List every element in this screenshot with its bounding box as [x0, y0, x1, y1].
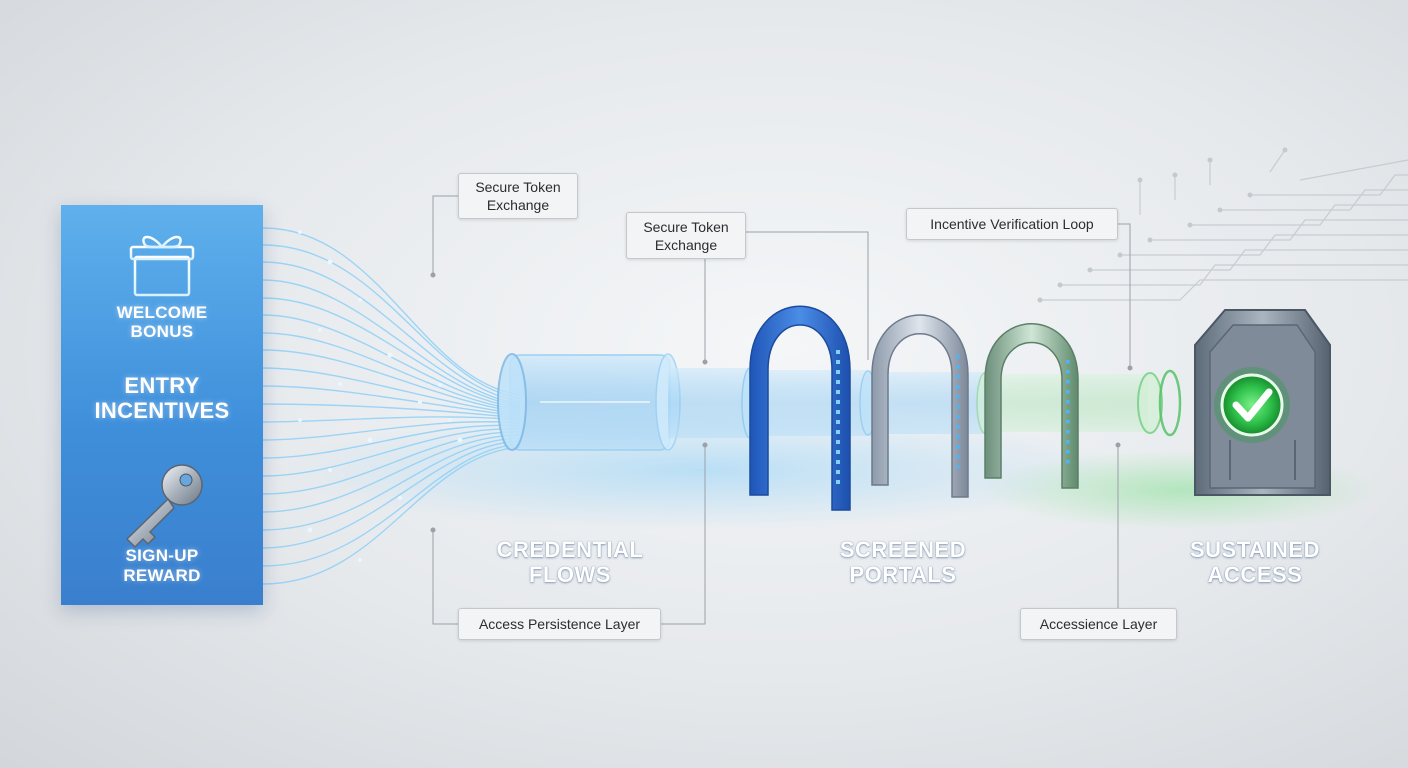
screened-portals-line1: SCREENED [839, 537, 967, 562]
sustained-access-label: SUSTAINED ACCESS [1155, 537, 1355, 587]
callout-1-line2: Exchange [486, 197, 550, 213]
key-icon [125, 464, 203, 549]
screened-portals-line2: PORTALS [849, 562, 957, 587]
sustained-access-line2: ACCESS [1207, 562, 1303, 587]
panel-icons [125, 235, 203, 549]
welcome-bonus-line1: WELCOME [116, 303, 208, 322]
connector-tube-2 [758, 370, 878, 436]
entry-incentives-line2: INCENTIVES [94, 398, 230, 423]
sign-up-reward-line2: REWARD [123, 566, 201, 585]
welcome-bonus-label: WELCOME BONUS [61, 303, 263, 341]
callout-access-persistence-layer: Access Persistence Layer [458, 608, 661, 640]
credential-flows-label: CREDENTIAL FLOWS [470, 537, 670, 587]
sustained-access-line1: SUSTAINED [1190, 537, 1320, 562]
credential-flow-lines [262, 227, 521, 585]
callout-5-text: Accessience Layer [1039, 616, 1158, 632]
callout-2-line1: Secure Token [643, 218, 729, 235]
floor-glow-blue [280, 410, 1120, 530]
callout-1-line1: Secure Token [475, 179, 561, 195]
circuit-nodes [1037, 147, 1288, 303]
callout-4-text: Access Persistence Layer [478, 616, 641, 632]
portal-arch-green [984, 323, 1079, 489]
connector-tube-3 [878, 372, 988, 434]
gift-icon [129, 235, 195, 297]
portal-arch-silver [871, 314, 969, 498]
callout-accessience-layer: Accessience Layer [1020, 608, 1177, 640]
credential-tube [497, 353, 681, 451]
entry-incentives-title: ENTRY INCENTIVES [61, 373, 263, 423]
callout-3-text: Incentive Verification Loop [930, 216, 1094, 232]
callout-incentive-verification-loop: Incentive Verification Loop [906, 208, 1118, 240]
sign-up-reward-label: SIGN-UP REWARD [61, 546, 263, 586]
screened-portals-label: SCREENED PORTALS [803, 537, 1003, 587]
sign-up-reward-line1: SIGN-UP [125, 546, 199, 565]
callout-leader-dots [430, 272, 1133, 533]
credential-flows-line2: FLOWS [529, 562, 611, 587]
callout-secure-token-exchange-2: Secure Token Exchange [626, 212, 746, 259]
entry-incentives-line1: ENTRY [124, 373, 200, 398]
portal-arch-blue [749, 305, 851, 511]
welcome-bonus-line2: BONUS [130, 322, 194, 341]
checkmark-icon [1220, 373, 1284, 437]
entry-incentives-panel [61, 205, 263, 605]
flow-sparkles [298, 230, 463, 562]
callout-secure-token-exchange-1: Secure Token Exchange [458, 173, 578, 219]
callout-2-line2: Exchange [654, 236, 718, 253]
credential-flows-line1: CREDENTIAL [496, 537, 644, 562]
callout-leaders [432, 195, 1131, 625]
